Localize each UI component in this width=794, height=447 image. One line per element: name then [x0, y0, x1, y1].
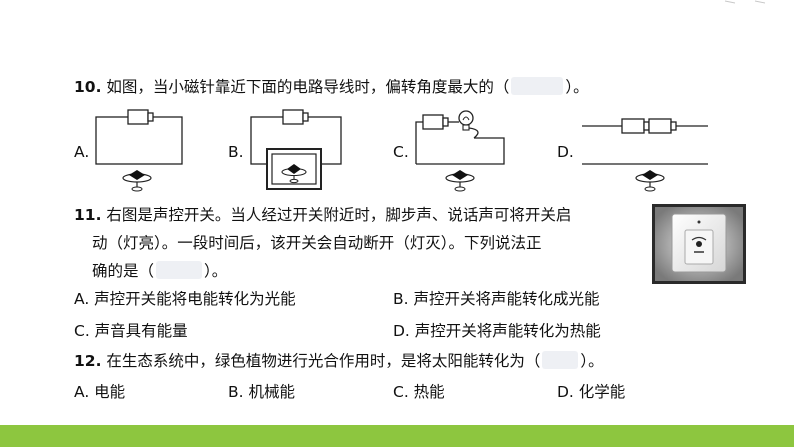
option-label-d: D.	[557, 143, 574, 161]
q12-option-a[interactable]: A. 电能	[74, 383, 126, 401]
option-label-c: C.	[393, 143, 409, 161]
question-11-line-2: 动（灯亮）。一段时间后，该开关会自动断开（灯灭）。下列说法正	[92, 234, 542, 252]
q11-option-b[interactable]: B. 声控开关将声能转化成光能	[393, 290, 600, 308]
q11-option-a[interactable]: A. 声控开关能将电能转化为光能	[74, 290, 296, 308]
question-11-line-1: 11. 右图是声控开关。当人经过开关附近时，脚步声、说话声可将开关启	[74, 204, 571, 226]
option-label-b: B.	[228, 143, 244, 161]
question-12-number: 12.	[74, 352, 102, 370]
light-bulb-icon	[458, 110, 474, 131]
q12-option-c[interactable]: C. 热能	[393, 383, 445, 401]
question-11-number: 11.	[74, 206, 102, 224]
question-10: 10. 如图，当小磁针靠近下面的电路导线时，偏转角度最大的（ ）。	[74, 76, 589, 98]
question-11-text-end: ）。	[204, 262, 228, 280]
question-11-text: 右图是声控开关。当人经过开关附近时，脚步声、说话声可将开关启	[106, 206, 572, 224]
question-10-text: 如图，当小磁针靠近下面的电路导线时，偏转角度最大的（	[106, 78, 510, 96]
question-11-line-3: 确的是（ ）。	[92, 260, 227, 282]
question-10-number: 10.	[74, 78, 102, 96]
answer-blank-10[interactable]	[511, 77, 564, 95]
option-label-a: A.	[74, 143, 90, 161]
question-12-text-end: ）。	[580, 352, 604, 370]
circuit-diagram-c	[415, 110, 505, 192]
q11-option-d[interactable]: D. 声控开关将声能转化为热能	[393, 322, 601, 340]
circuit-diagram-d	[582, 118, 708, 192]
compass-needle-icon	[281, 164, 307, 184]
corner-marks	[724, 0, 766, 4]
compass-needle-icon	[445, 170, 475, 192]
answer-blank-11[interactable]	[156, 261, 203, 279]
question-10-text-end: ）。	[565, 78, 589, 96]
compass-needle-icon	[635, 170, 665, 192]
sound-control-switch-image	[652, 204, 746, 284]
circuit-diagram-a	[95, 109, 183, 192]
question-11-text-3: 确的是（	[92, 262, 155, 280]
question-12-text: 在生态系统中，绿色植物进行光合作用时，是将太阳能转化为（	[106, 352, 541, 370]
q12-option-b[interactable]: B. 机械能	[228, 383, 295, 401]
answer-blank-12[interactable]	[542, 351, 579, 369]
question-12: 12. 在生态系统中，绿色植物进行光合作用时，是将太阳能转化为（ ）。	[74, 350, 604, 372]
q11-option-c[interactable]: C. 声音具有能量	[74, 322, 188, 340]
q12-option-d[interactable]: D. 化学能	[557, 383, 626, 401]
circuit-diagram-b	[250, 109, 342, 190]
compass-needle-icon	[122, 170, 152, 192]
footer-bar	[0, 425, 794, 447]
